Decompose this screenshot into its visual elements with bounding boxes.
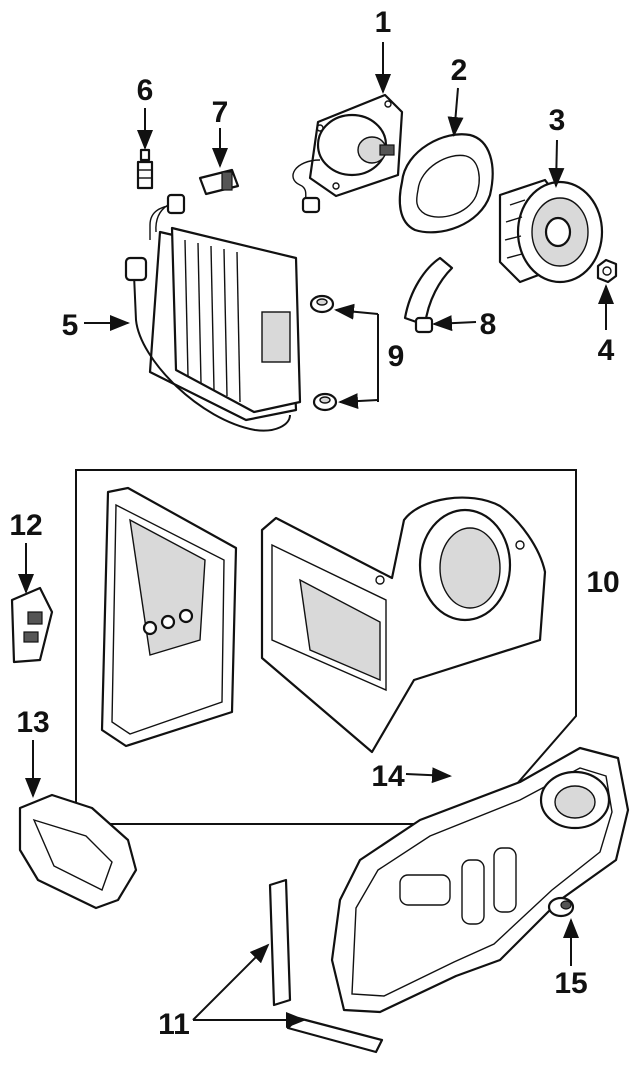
callout-5: 5: [62, 309, 79, 342]
clip-part: [547, 896, 575, 918]
housing-group-frame: [75, 469, 577, 825]
left-housing-part: [100, 486, 238, 748]
grommet-parts: [309, 294, 338, 412]
valve-core-part: [136, 148, 154, 190]
motor-gasket-part: [398, 133, 494, 234]
blower-motor-part: [292, 93, 404, 214]
callout-1: 1: [375, 6, 392, 39]
callout-4: 4: [598, 334, 615, 367]
callout-8: 8: [480, 308, 497, 341]
callout-labels: 1 2 3 4 5 6 7 8 9 10 11 12 13 14 15: [9, 6, 619, 1041]
callout-10: 10: [586, 566, 619, 599]
housing-cover-part: [330, 746, 630, 1014]
callout-13: 13: [16, 706, 49, 739]
callout-14: 14: [371, 760, 405, 793]
drain-hose-part: [403, 256, 454, 334]
nut-part: [596, 258, 618, 284]
callout-7: 7: [212, 96, 229, 129]
evaporator-core-part: [124, 193, 302, 432]
callout-9: 9: [388, 340, 405, 373]
duct-part: [18, 793, 138, 910]
pressure-switch-part: [198, 168, 240, 196]
callout-11: 11: [158, 1008, 190, 1041]
callout-15: 15: [554, 967, 587, 1000]
leader-lines: [18, 42, 614, 1028]
blower-wheel-part: [498, 178, 604, 284]
callout-12: 12: [9, 509, 42, 542]
resistor-part: [10, 586, 54, 664]
callout-2: 2: [451, 54, 468, 87]
right-housing-part: [260, 496, 547, 754]
callout-3: 3: [549, 104, 566, 137]
callout-6: 6: [137, 74, 154, 107]
